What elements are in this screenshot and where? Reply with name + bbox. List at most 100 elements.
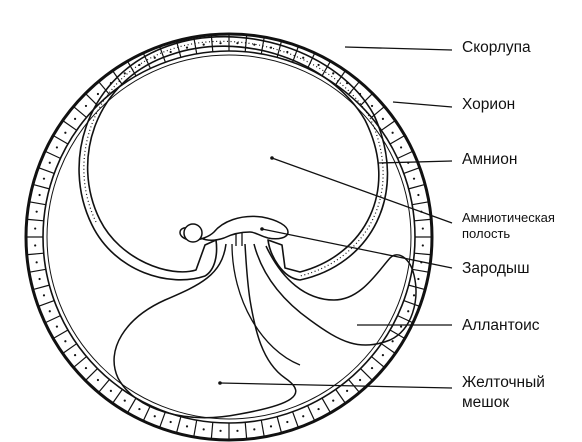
shell-segment-divider xyxy=(404,301,419,306)
shell-segment-divider xyxy=(34,285,49,289)
shell-segment-divider xyxy=(261,420,264,436)
shell-segment-divider xyxy=(177,417,181,432)
shell-segment-divider xyxy=(371,357,383,367)
shell-segment-dot xyxy=(36,211,38,213)
shell-segment-divider xyxy=(293,412,298,427)
shell-segment-dot xyxy=(413,294,415,296)
shell-segment-divider xyxy=(414,253,430,254)
shell-segment-dot xyxy=(392,132,394,134)
shell-segment-dot xyxy=(382,354,384,356)
shell-segment-dot xyxy=(64,340,66,342)
shell-segment-divider xyxy=(28,253,44,254)
shell-segment-dot xyxy=(332,400,334,402)
shell-segment-divider xyxy=(30,202,46,205)
shell-segment-divider xyxy=(308,406,315,421)
leader-embryo xyxy=(262,229,452,268)
shell-segment-dot xyxy=(154,415,156,417)
shell-segment-dot xyxy=(38,278,40,280)
shell-segment-divider xyxy=(211,422,212,438)
shell-segment-dot xyxy=(317,408,319,410)
shell-segment-divider xyxy=(144,406,151,421)
shell-segment-dot xyxy=(186,46,188,48)
label-amniotic-cavity-line1: Амниотическая xyxy=(462,210,555,226)
shell-segment-divider xyxy=(381,344,394,353)
shell-segment-divider xyxy=(54,136,68,144)
shell-segment-divider xyxy=(39,168,54,173)
shell-segment-dot xyxy=(186,425,188,427)
leader-chorion xyxy=(393,102,452,107)
shell-segment-dot xyxy=(56,146,58,148)
shell-segment-dot xyxy=(417,194,419,196)
shell-segment-dot xyxy=(413,178,415,180)
shell-segment-dot xyxy=(97,93,99,95)
shell-segments xyxy=(27,35,431,439)
shell-segment-divider xyxy=(34,185,49,189)
shell-segment-divider xyxy=(46,316,61,323)
shell-segment-dot xyxy=(382,118,384,120)
shell-segment-dot xyxy=(203,44,205,46)
shell-segment-dot xyxy=(392,340,394,342)
shell-segment-dot xyxy=(332,72,334,74)
shell-segment-divider xyxy=(54,330,68,338)
shell-segment-divider xyxy=(194,420,197,436)
shell-segment-dot xyxy=(138,408,140,410)
shell-segment-divider xyxy=(277,417,281,432)
shell-segment-dot xyxy=(253,428,255,430)
shell-segment-dot xyxy=(371,367,373,369)
label-yolk-sac-line1: Желточный xyxy=(462,373,545,393)
shell-segment-dot xyxy=(422,227,424,229)
shell-segment-dot xyxy=(371,105,373,107)
label-chorion: Хорион xyxy=(462,97,515,113)
shell-segment-divider xyxy=(361,369,372,380)
shell-segment-dot xyxy=(36,261,38,263)
shell-segment-divider xyxy=(211,36,212,52)
shell-segment-dot xyxy=(49,310,51,312)
shell-segment-dot xyxy=(346,390,348,392)
shell-segment-divider xyxy=(336,389,345,402)
shell-segment-divider xyxy=(414,219,430,220)
shell-segment-divider xyxy=(28,219,44,220)
shell-segment-divider xyxy=(74,357,86,367)
shell-segment-dot xyxy=(154,57,156,59)
shell-segment-dot xyxy=(74,118,76,120)
shell-segment-dot xyxy=(270,425,272,427)
label-amniotic-cavity-line2: полость xyxy=(462,226,555,242)
label-allantois: Аллантоис xyxy=(462,318,540,334)
shell-segment-dot xyxy=(203,428,205,430)
shell-segment-divider xyxy=(412,202,428,205)
shell-segment-divider xyxy=(128,398,136,412)
shell-segment-dot xyxy=(124,400,126,402)
shell-segment-dot xyxy=(417,278,419,280)
shell-segment-dot xyxy=(38,194,40,196)
shell-segment-divider xyxy=(46,152,61,159)
shell xyxy=(26,34,432,440)
shell-segment-divider xyxy=(113,389,122,402)
shell-segment-dot xyxy=(400,146,402,148)
shell-segment-dot xyxy=(97,379,99,381)
shell-segment-dot xyxy=(124,72,126,74)
shell-segment-dot xyxy=(286,421,288,423)
shell-segment-dot xyxy=(85,105,87,107)
shell-segment-dot xyxy=(56,325,58,327)
label-amniotic-cavity: Амниотическая полость xyxy=(462,210,555,243)
shell-segment-dot xyxy=(219,430,221,432)
leader-amniotic-cavity xyxy=(272,158,452,223)
label-shell: Скорлупа xyxy=(462,40,531,56)
shell-segment-dot xyxy=(302,57,304,59)
shell-segment-dot xyxy=(85,367,87,369)
yolk-sac xyxy=(114,244,300,418)
shell-segment-dot xyxy=(236,430,238,432)
shell-segment-dot xyxy=(407,310,409,312)
leader-shell xyxy=(345,47,452,50)
label-embryo: Зародыш xyxy=(462,261,530,277)
shell-segment-dot xyxy=(110,390,112,392)
shell-segment-dot xyxy=(64,132,66,134)
shell-segment-divider xyxy=(160,412,165,427)
shell-segment-dot xyxy=(317,64,319,66)
shell-segment-dot xyxy=(253,44,255,46)
shell-segment-dot xyxy=(400,325,402,327)
shell-segment-divider xyxy=(39,301,54,306)
shell-segment-divider xyxy=(64,121,77,130)
shell-segment-dot xyxy=(43,294,45,296)
allantois xyxy=(254,244,416,345)
